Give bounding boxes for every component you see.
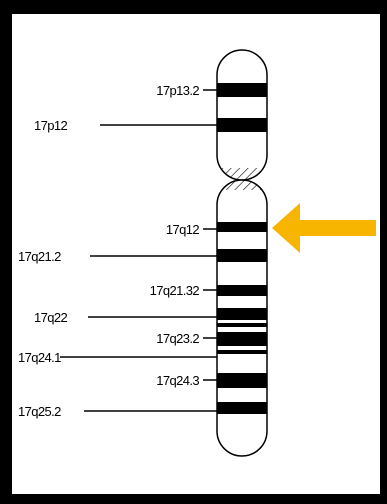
q-arm [216, 179, 268, 457]
band-17p13-2 [217, 83, 267, 97]
centromere-hatch-upper [217, 168, 267, 180]
band-17p12 [217, 118, 267, 132]
left-arrow-icon [272, 203, 376, 253]
arrow-shape [272, 203, 376, 253]
label-17q12: 17q12 [166, 222, 200, 237]
band-labels: 17p13.2 17p12 17q12 17q21.2 17q21.32 17q… [18, 83, 200, 419]
label-17q25-2: 17q25.2 [18, 404, 61, 419]
band-17q22 [217, 308, 267, 320]
centromere-hatch-lower [217, 180, 267, 190]
label-17q21-2: 17q21.2 [18, 249, 61, 264]
label-17q23-2: 17q23.2 [156, 331, 199, 346]
band-17q21-32 [217, 285, 267, 296]
band-17q25-2 [217, 402, 267, 414]
label-17p13-2: 17p13.2 [156, 83, 199, 98]
band-17q24-3 [217, 373, 267, 388]
label-17p12: 17p12 [34, 118, 68, 133]
p-arm [216, 49, 268, 181]
leader-lines [60, 89, 217, 412]
label-17q24-1: 17q24.1 [18, 350, 61, 365]
band-17q21-2 [217, 249, 267, 262]
band-17q22b [217, 323, 267, 327]
band-17q24-1 [217, 350, 267, 354]
label-17q21-32: 17q21.32 [150, 283, 200, 298]
band-17q12 [217, 222, 267, 232]
label-17q24-3: 17q24.3 [156, 373, 199, 388]
band-17q23-2 [217, 332, 267, 346]
label-17q22: 17q22 [34, 310, 68, 325]
